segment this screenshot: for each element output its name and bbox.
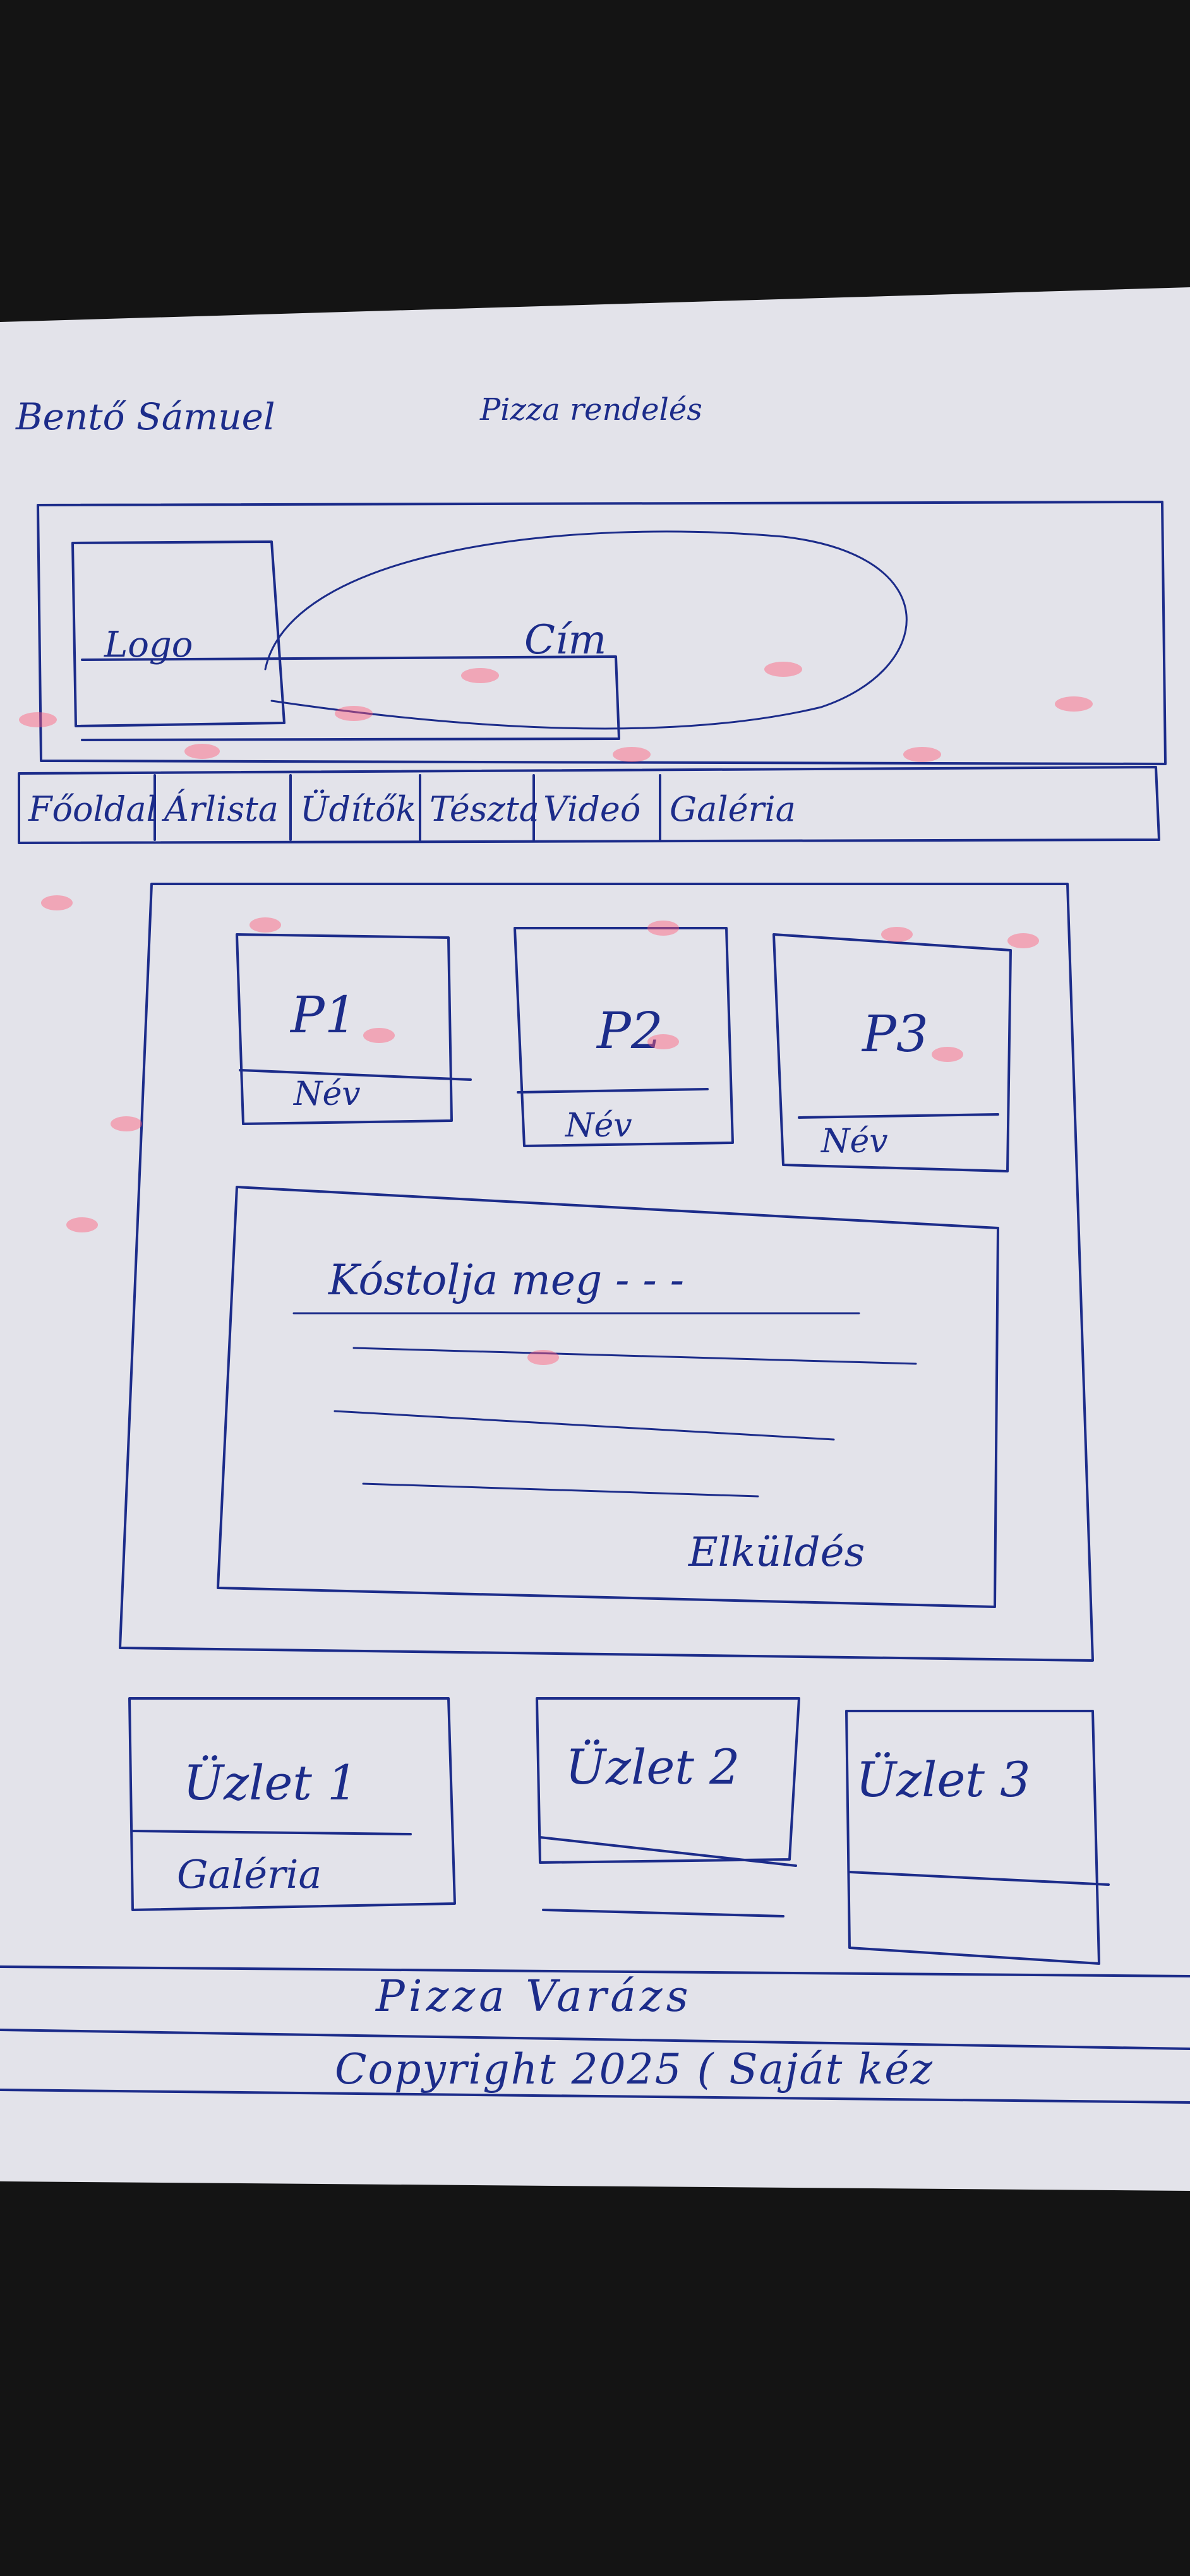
- nav-item-galeria[interactable]: Galéria: [670, 789, 796, 829]
- main-container: [119, 883, 1094, 1662]
- nav-item-fooldal[interactable]: Főoldal: [28, 789, 157, 829]
- footer: Pizza Varázs Copyright 2025 ( Saját kéz: [0, 1965, 1190, 2104]
- footer-copyright: Copyright 2025 ( Saját kéz: [335, 2045, 934, 2094]
- product-card-1[interactable]: P1 Név: [236, 933, 472, 1125]
- nav-item-video[interactable]: Videó: [543, 789, 640, 829]
- shop-card-1[interactable]: Üzlet 1 Galéria: [128, 1697, 456, 1911]
- product-label: Név: [820, 1123, 888, 1160]
- shop-name: Üzlet 1: [183, 1755, 358, 1811]
- banner-cim: Cím: [524, 617, 606, 664]
- nav-item-arlista[interactable]: Árlista: [161, 789, 279, 829]
- product-name: P3: [861, 1005, 929, 1063]
- shop-card-3[interactable]: Üzlet 3: [845, 1710, 1110, 1965]
- product-card-2[interactable]: P2 Név: [514, 927, 734, 1147]
- banner: Logo Cím: [37, 501, 1167, 765]
- paper-sheet: [0, 287, 1190, 2191]
- light-reflections: [19, 662, 1093, 1365]
- shop-card-2[interactable]: Üzlet 2: [536, 1697, 800, 1917]
- shop-label: Galéria: [177, 1851, 322, 1897]
- shop-name: Üzlet 2: [565, 1739, 740, 1795]
- product-label: Név: [292, 1075, 361, 1113]
- form-text: Kóstolja meg - - -: [328, 1256, 684, 1304]
- page-title: Pizza rendelés: [479, 392, 702, 427]
- product-card-3[interactable]: P3 Név: [772, 933, 1012, 1172]
- product-name: P2: [596, 1001, 663, 1060]
- logo-box: [71, 540, 285, 727]
- shop-name: Üzlet 3: [856, 1751, 1030, 1808]
- nav-item-uditok[interactable]: Üdítők: [300, 789, 416, 829]
- product-name: P1: [289, 986, 357, 1044]
- nav-item-tészta[interactable]: Tészta: [430, 789, 539, 829]
- title-ellipse: [264, 530, 908, 730]
- order-form: Kóstolja meg - - - Elküldés: [217, 1186, 999, 1608]
- product-label: Név: [564, 1107, 632, 1145]
- author-name: Bentő Sámuel: [15, 395, 275, 438]
- banner-logo: Logo: [104, 624, 193, 665]
- send-button[interactable]: Elküldés: [688, 1529, 865, 1576]
- nav-bar: Főoldal Árlista Üdítők Tészta Videó Galé…: [18, 766, 1160, 844]
- footer-brand: Pizza Varázs: [375, 1972, 692, 2022]
